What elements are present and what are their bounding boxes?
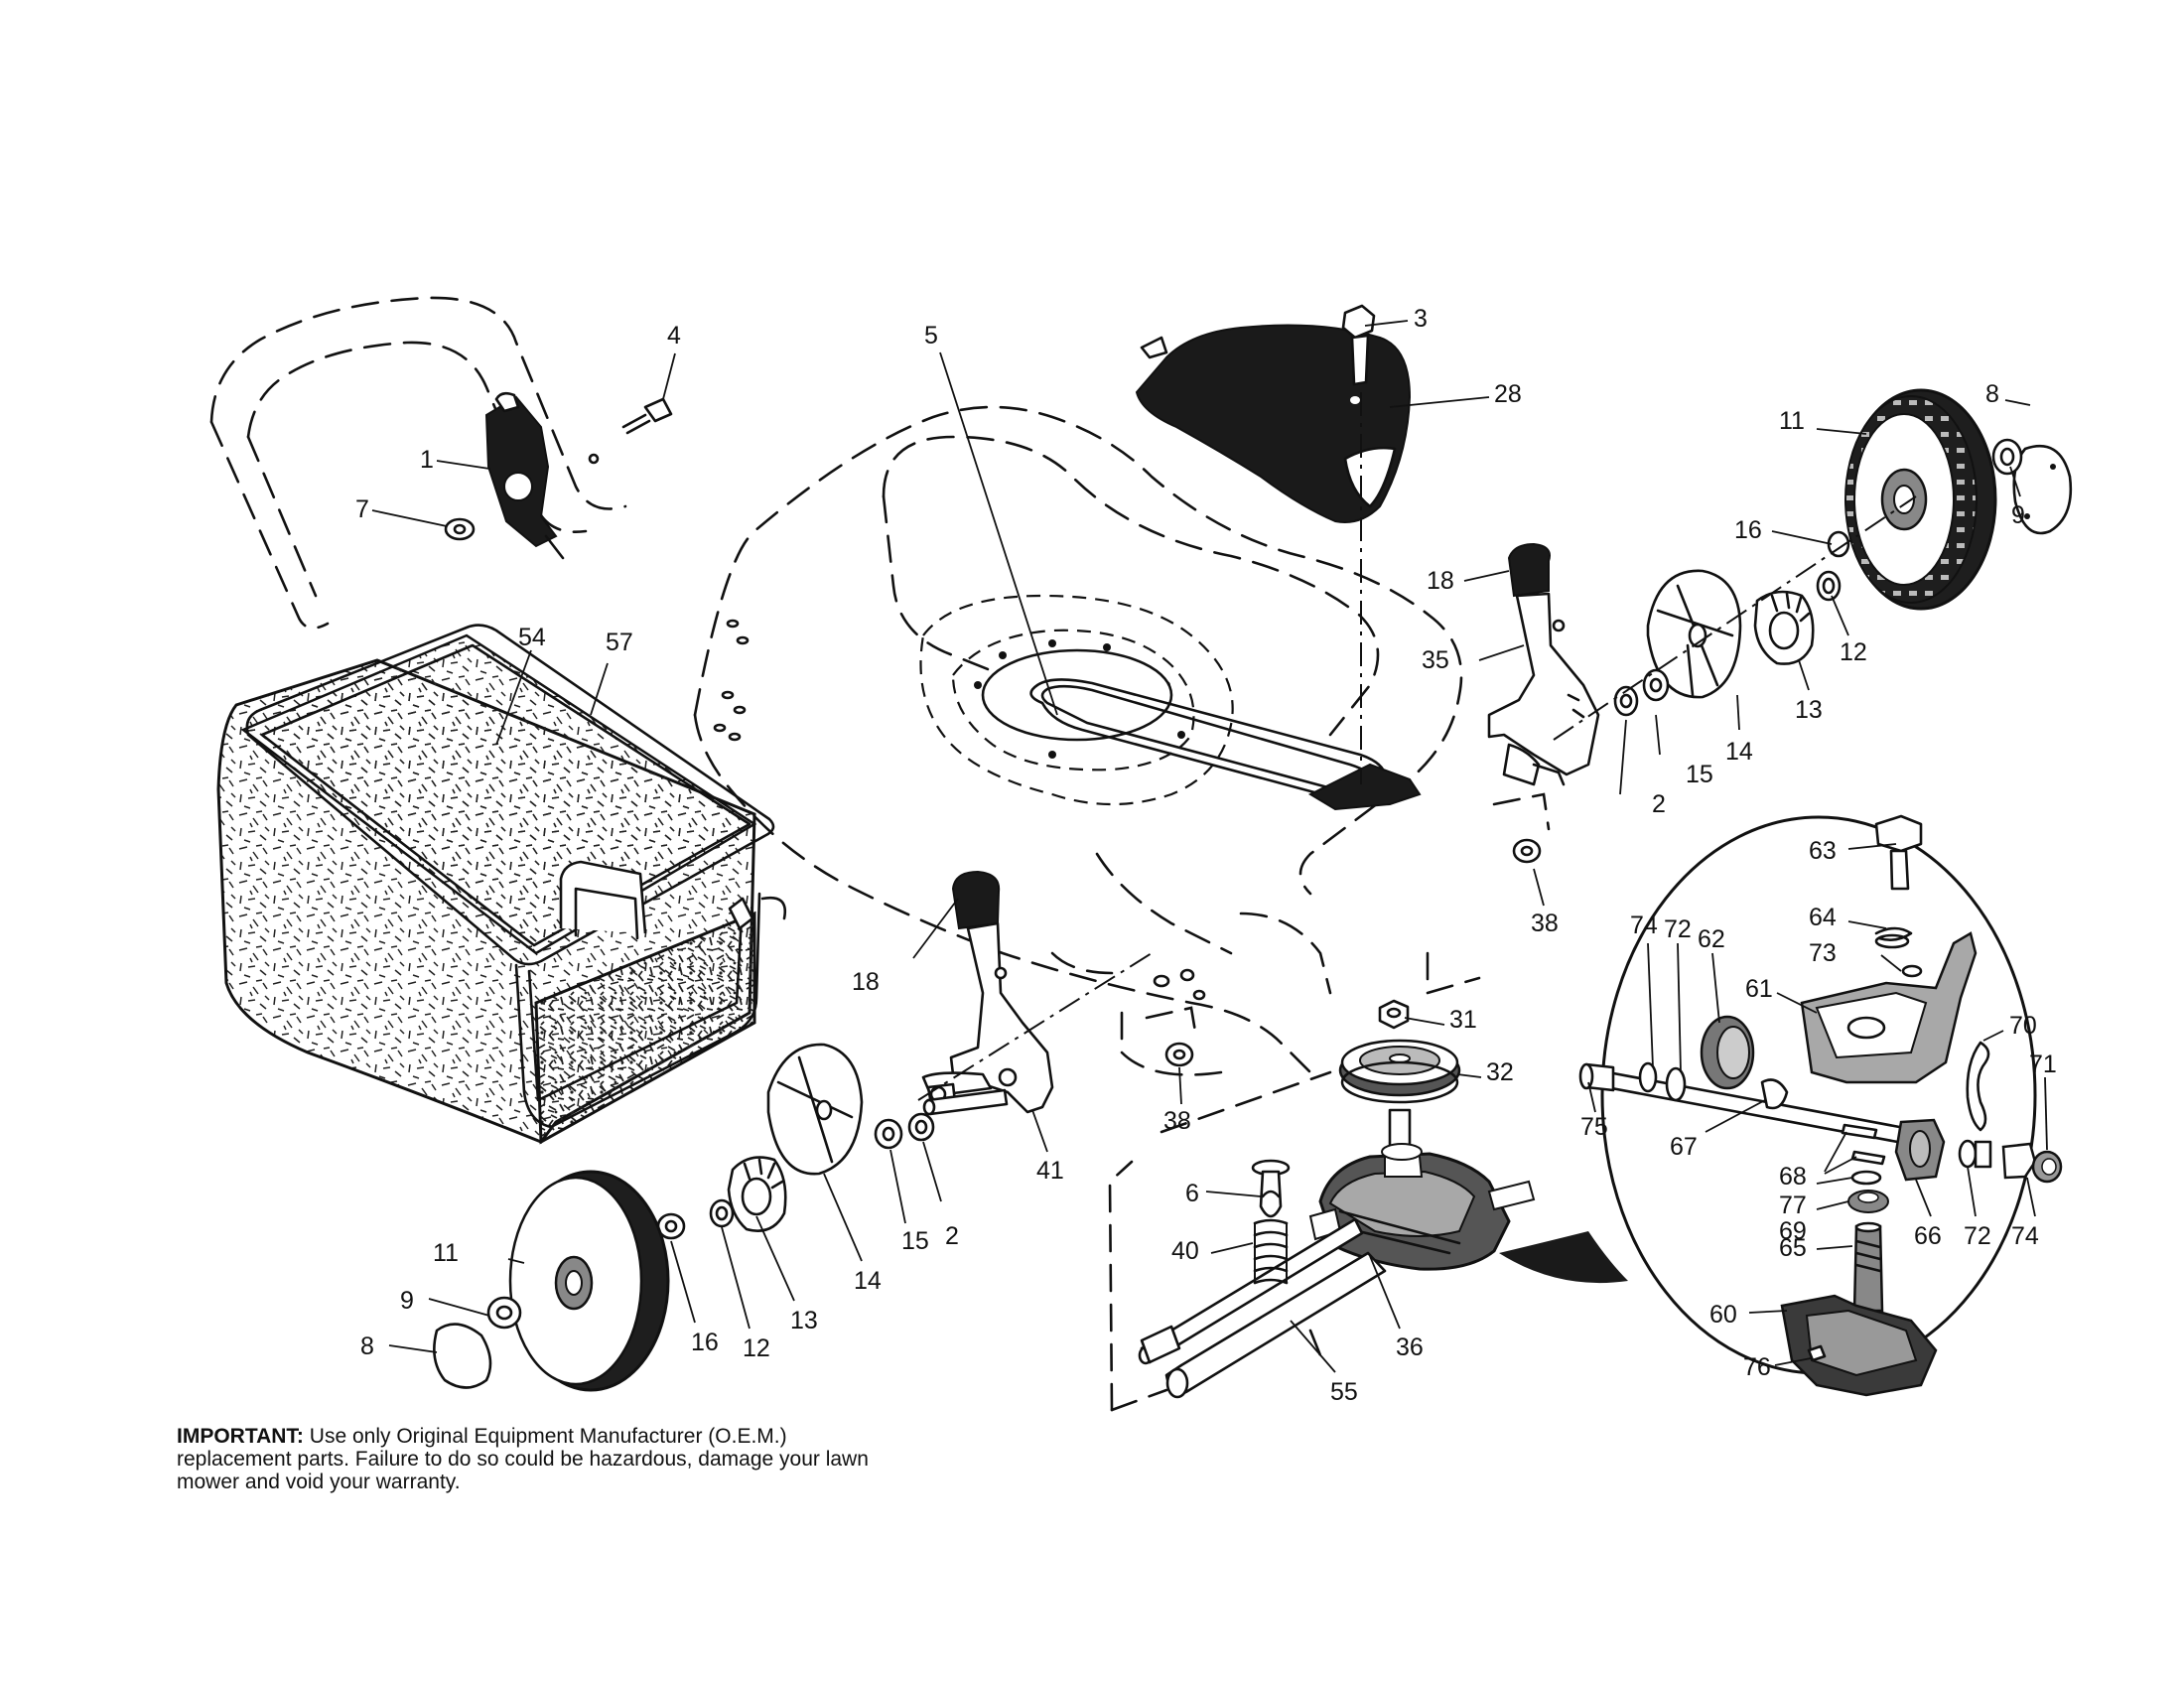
callout-label: 12 bbox=[1840, 638, 1867, 666]
rear-wheel-assembly-right bbox=[1553, 388, 2073, 741]
callout-label: 4 bbox=[667, 322, 681, 350]
transmission-detail-circle bbox=[1578, 814, 2063, 1397]
callout-label: 38 bbox=[1163, 1107, 1191, 1135]
callout-label: 70 bbox=[2009, 1012, 2037, 1040]
callout-label: 9 bbox=[2011, 501, 2025, 529]
callout-label: 28 bbox=[1494, 380, 1522, 408]
callout-label: 36 bbox=[1396, 1333, 1424, 1361]
callout-label: 32 bbox=[1486, 1058, 1514, 1086]
callout-label: 72 bbox=[1664, 915, 1692, 943]
callout-label: 5 bbox=[924, 322, 938, 350]
callout-label: 74 bbox=[2011, 1222, 2039, 1250]
callout-label: 15 bbox=[901, 1227, 929, 1255]
callout-label: 3 bbox=[1414, 305, 1428, 333]
transmission-assembly bbox=[1138, 999, 1628, 1399]
callout-label: 66 bbox=[1914, 1222, 1942, 1250]
callout-label: 2 bbox=[945, 1222, 959, 1250]
callout-label: 40 bbox=[1171, 1237, 1199, 1265]
washer-38-center bbox=[1145, 1006, 1198, 1067]
callout-label: 15 bbox=[1686, 761, 1713, 788]
drive-belt bbox=[981, 648, 1422, 811]
callout-label: 12 bbox=[743, 1334, 770, 1362]
grass-catcher bbox=[216, 624, 787, 1145]
callout-label: 18 bbox=[852, 968, 880, 996]
leader-lines bbox=[371, 320, 2048, 1373]
callout-label: 8 bbox=[1985, 380, 1999, 408]
callout-label: 54 bbox=[518, 624, 546, 651]
callout-label: 69 bbox=[1779, 1217, 1807, 1245]
callout-label: 76 bbox=[1743, 1353, 1771, 1381]
important-notice: IMPORTANT: Use only Original Equipment M… bbox=[177, 1425, 891, 1493]
belt-cover bbox=[1135, 324, 1412, 523]
callout-label: 16 bbox=[691, 1329, 719, 1356]
callout-label: 11 bbox=[1779, 407, 1805, 435]
callout-label: 6 bbox=[1185, 1180, 1199, 1207]
callout-label: 60 bbox=[1709, 1301, 1737, 1329]
callout-label: 61 bbox=[1745, 975, 1773, 1003]
callout-label: 38 bbox=[1531, 910, 1559, 937]
callout-label: 75 bbox=[1580, 1113, 1608, 1141]
bolt-3 bbox=[1341, 304, 1376, 386]
callout-label: 13 bbox=[1795, 696, 1823, 724]
callout-label: 63 bbox=[1809, 837, 1837, 865]
callout-label: 72 bbox=[1964, 1222, 1991, 1250]
callout-label: 18 bbox=[1427, 567, 1454, 595]
callout-label: 74 bbox=[1630, 912, 1658, 939]
mower-deck-outline bbox=[693, 405, 1463, 1076]
callout-label: 57 bbox=[606, 629, 633, 656]
callout-label: 14 bbox=[854, 1267, 882, 1295]
idler-spring bbox=[1251, 1159, 1291, 1285]
nut-7 bbox=[444, 517, 476, 541]
callout-label: 71 bbox=[2029, 1051, 2057, 1078]
callout-label: 11 bbox=[433, 1239, 459, 1267]
callout-label: 64 bbox=[1809, 904, 1837, 931]
bolt-4 bbox=[621, 397, 673, 435]
callout-label: 14 bbox=[1725, 738, 1753, 766]
callout-label: 73 bbox=[1809, 939, 1837, 967]
callout-label: 41 bbox=[1036, 1157, 1064, 1185]
callout-label: 7 bbox=[355, 495, 369, 523]
callout-label: 67 bbox=[1670, 1133, 1698, 1161]
transmission-frame-outline bbox=[1108, 1070, 1332, 1412]
notice-heading: IMPORTANT: bbox=[177, 1425, 304, 1448]
callout-label: 9 bbox=[400, 1287, 414, 1315]
callout-label: 62 bbox=[1698, 925, 1725, 953]
callout-label: 65 bbox=[1779, 1234, 1807, 1262]
height-adjuster-front bbox=[917, 870, 1206, 1114]
notice-text: Use only Original Equipment Manufacturer… bbox=[177, 1425, 869, 1493]
height-adjuster-rear bbox=[1487, 542, 1600, 786]
callout-label: 55 bbox=[1330, 1378, 1358, 1406]
callout-label: 35 bbox=[1422, 646, 1449, 674]
callout-labels: 3 4 5 28 8 11 1 9 7 16 18 54 57 35 12 13… bbox=[355, 305, 2057, 1406]
upper-handle-outline bbox=[209, 296, 627, 630]
callout-label: 2 bbox=[1652, 790, 1666, 818]
callout-label: 31 bbox=[1449, 1006, 1477, 1034]
axle-bracket-outline-right bbox=[1426, 792, 1551, 995]
callout-label: 13 bbox=[790, 1307, 818, 1334]
callout-label: 8 bbox=[360, 1333, 374, 1360]
front-wheel-assembly-left bbox=[433, 1043, 1009, 1392]
handle-bracket bbox=[484, 391, 565, 560]
callout-label: 1 bbox=[420, 446, 434, 474]
callout-label: 68 bbox=[1779, 1163, 1807, 1191]
callout-label: 77 bbox=[1779, 1192, 1807, 1219]
callout-label: 16 bbox=[1734, 516, 1762, 544]
